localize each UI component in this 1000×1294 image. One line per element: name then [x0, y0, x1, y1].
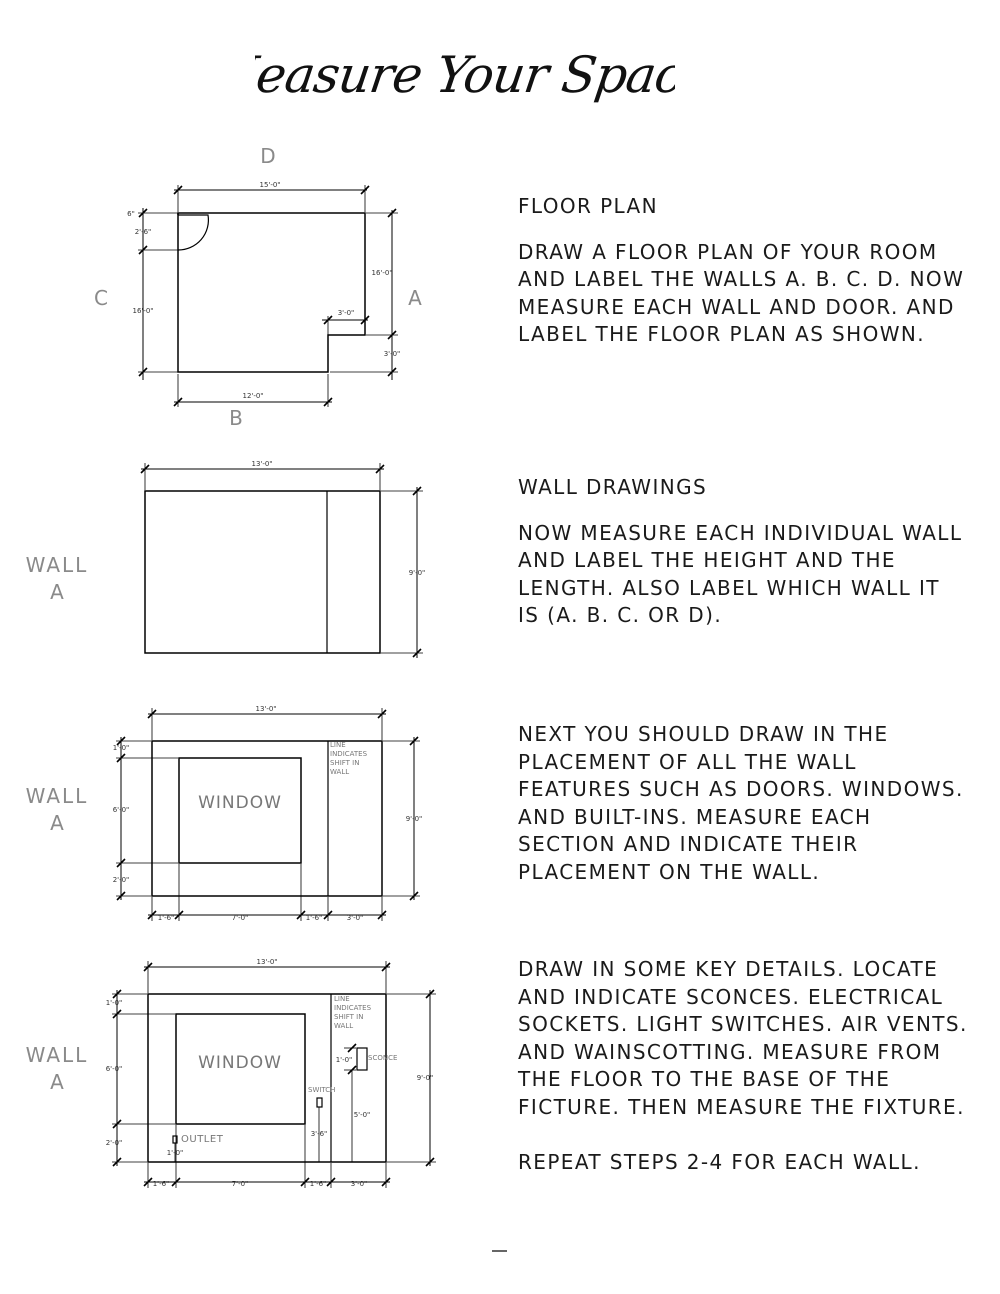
wall-drawing-1-ticks	[140, 464, 422, 658]
wd3-wall-label-line2: A	[50, 1070, 64, 1094]
floor-plan-text: DRAW A FLOOR PLAN OF YOUR ROOM AND LABEL…	[518, 239, 965, 347]
wd2-dim-height: 9'-0"	[406, 815, 423, 823]
dim-right: 16'-0"	[371, 269, 392, 277]
wd3-shift-note-2: INDICATES	[334, 1004, 372, 1012]
wall-drawing-3	[112, 961, 436, 1188]
details-section: DRAW IN SOME KEY DETAILS. LOCATE AND IND…	[518, 956, 968, 1177]
wall-label-a: A	[408, 286, 422, 310]
wd2-wall-label-line2: A	[50, 811, 64, 835]
dim-door-w: 2'-6"	[135, 228, 152, 236]
wd2-dim-left: 1'-6"	[158, 914, 175, 922]
wall-label-c: C	[94, 286, 108, 310]
wd3-dim-width: 13'-0"	[256, 958, 277, 966]
wd3-dim-left: 1'-6"	[153, 1180, 170, 1188]
wd3-sconce-label: SCONCE	[368, 1054, 397, 1062]
features-section: NEXT YOU SHOULD DRAW IN THE PLACEMENT OF…	[518, 721, 968, 886]
wd3-dim-bottom: 2'-0"	[106, 1139, 123, 1147]
wd2-shift-note: LINE INDICATES SHIFT IN WALL	[330, 741, 368, 776]
wd3-dim-sconce-h: 5'-0"	[354, 1111, 371, 1119]
wd3-shift-note-3: SHIFT IN	[334, 1013, 363, 1021]
wd3-dim-gap: 1'-6"	[310, 1180, 327, 1188]
page-title: Measure Your Space	[255, 45, 675, 104]
wd3-dim-outlet-h: 1'-0"	[167, 1149, 184, 1157]
wd2-dim-top: 1'-0"	[113, 744, 130, 752]
wd3-wall-label-line1: WALL	[26, 1043, 89, 1067]
wd2-dim-window-w: 7'-0"	[232, 914, 249, 922]
repeat-text: REPEAT STEPS 2-4 FOR EACH WALL.	[518, 1150, 921, 1174]
wd3-dim-top: 1'-0"	[106, 999, 123, 1007]
wd2-shift-note-3: SHIFT IN	[330, 759, 359, 767]
wall-drawing-1	[141, 463, 423, 658]
wall-drawing-2	[116, 708, 420, 921]
wd3-outlet-label: OUTLET	[181, 1134, 224, 1145]
wd3-shift-note-4: WALL	[334, 1022, 353, 1030]
wd2-window-label: WINDOW	[198, 793, 282, 813]
floor-plan-wall-labels: D A C B	[94, 144, 422, 430]
wd3-dim-switch-h: 3'-6"	[311, 1130, 328, 1138]
wd2-dim-width: 13'-0"	[255, 705, 276, 713]
dim-top: 15'-0"	[259, 181, 280, 189]
wall-drawings-section: WALL DRAWINGS NOW MEASURE EACH INDIVIDUA…	[518, 474, 968, 630]
floor-plan-heading: FLOOR PLAN	[518, 194, 658, 218]
wd2-wall-label-line1: WALL	[26, 784, 89, 808]
dim-left: 16'-0"	[132, 307, 153, 315]
dim-bottom: 12'-0"	[242, 392, 263, 400]
floor-plan-dims: 15'-0" 16'-0" 16'-0" 12'-0" 3'-0" 3'-0" …	[127, 181, 400, 400]
wall-drawings-text: NOW MEASURE EACH INDIVIDUAL WALL AND LAB…	[518, 520, 963, 628]
wall-label-b: B	[229, 406, 243, 430]
wd3-dim-sconce-size: 1'-0"	[336, 1056, 353, 1064]
wd1-dim-width: 13'-0"	[251, 460, 272, 468]
dim-notch-w: 3'-0"	[338, 309, 355, 317]
wd2-dim-window-h: 6'-0"	[113, 806, 130, 814]
wall-label-d: D	[260, 144, 275, 168]
wd3-dim-window-w: 7'-0"	[232, 1180, 249, 1188]
wd1-wall-label-line1: WALL	[26, 553, 89, 577]
wd3-dim-height: 9'-0"	[417, 1074, 434, 1082]
wd2-dim-gap: 1'-6"	[306, 914, 323, 922]
floor-plan	[138, 185, 398, 407]
wd2-shift-note-4: WALL	[330, 768, 349, 776]
wd3-shift-note: LINE INDICATES SHIFT IN WALL	[334, 995, 372, 1030]
wd2-dim-right: 3'-0"	[347, 914, 364, 922]
wd3-window-label: WINDOW	[198, 1053, 282, 1073]
dim-door-top: 6"	[127, 210, 135, 218]
wall-drawings-heading: WALL DRAWINGS	[518, 475, 708, 499]
wd2-dim-bottom: 2'-0"	[113, 876, 130, 884]
wd1-dim-height: 9'-0"	[409, 569, 426, 577]
wd3-dim-window-h: 6'-0"	[106, 1065, 123, 1073]
page-title-text: Measure Your Space	[255, 45, 675, 104]
wd1-wall-label-line2: A	[50, 580, 64, 604]
wd3-shift-note-1: LINE	[334, 995, 350, 1003]
wd3-dim-right: 3'-0"	[351, 1180, 368, 1188]
features-text: NEXT YOU SHOULD DRAW IN THE PLACEMENT OF…	[518, 722, 964, 884]
details-text: DRAW IN SOME KEY DETAILS. LOCATE AND IND…	[518, 957, 968, 1119]
wd3-switch-label: SWITCH	[308, 1086, 335, 1094]
wd2-shift-note-2: INDICATES	[330, 750, 368, 758]
dim-notch-h: 3'-0"	[384, 350, 401, 358]
wd2-shift-note-1: LINE	[330, 741, 346, 749]
floor-plan-section: FLOOR PLAN DRAW A FLOOR PLAN OF YOUR ROO…	[518, 193, 968, 349]
